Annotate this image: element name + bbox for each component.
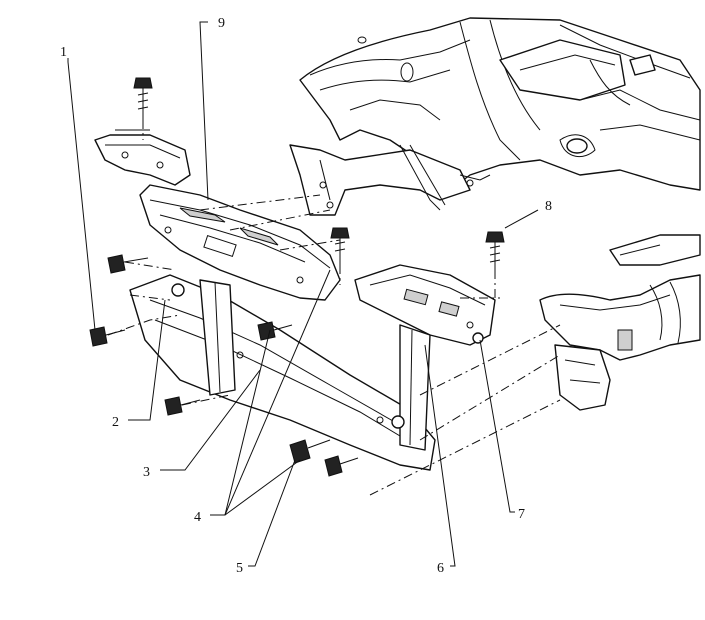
right-frame-rail <box>539 234 701 411</box>
bolt-2 <box>171 283 185 297</box>
radiator-support-right-bracket <box>354 264 496 451</box>
callout-4: 4 <box>194 510 201 525</box>
callout-1: 1 <box>60 45 67 60</box>
screw-center <box>330 227 350 265</box>
vehicle-body-structure <box>289 17 701 216</box>
radiator-support-upper <box>139 184 341 301</box>
bolt-5 <box>289 439 331 464</box>
alignment-lines <box>107 120 561 496</box>
callout-6: 6 <box>437 561 444 576</box>
callout-labels: 1 2 3 4 5 6 7 8 9 <box>60 16 552 576</box>
callout-7: 7 <box>518 507 525 522</box>
lower-cross-member <box>129 274 436 471</box>
screw-top-left <box>133 77 153 120</box>
callout-8: 8 <box>545 199 552 214</box>
leader-lines <box>67 21 539 567</box>
bolt-left-upper <box>107 254 149 274</box>
fasteners <box>89 77 505 477</box>
callout-2: 2 <box>112 415 119 430</box>
screw-8 <box>485 231 505 270</box>
bolt-lower-right <box>324 455 359 477</box>
bolt-4 <box>257 321 293 341</box>
callout-5: 5 <box>236 561 243 576</box>
hood-latch-bracket <box>94 129 191 186</box>
bolt-7-nut <box>472 332 484 344</box>
bolt-lower-left <box>164 396 201 416</box>
callout-3: 3 <box>143 465 150 480</box>
callout-9: 9 <box>218 16 225 31</box>
bolt-6-nut <box>391 415 405 429</box>
